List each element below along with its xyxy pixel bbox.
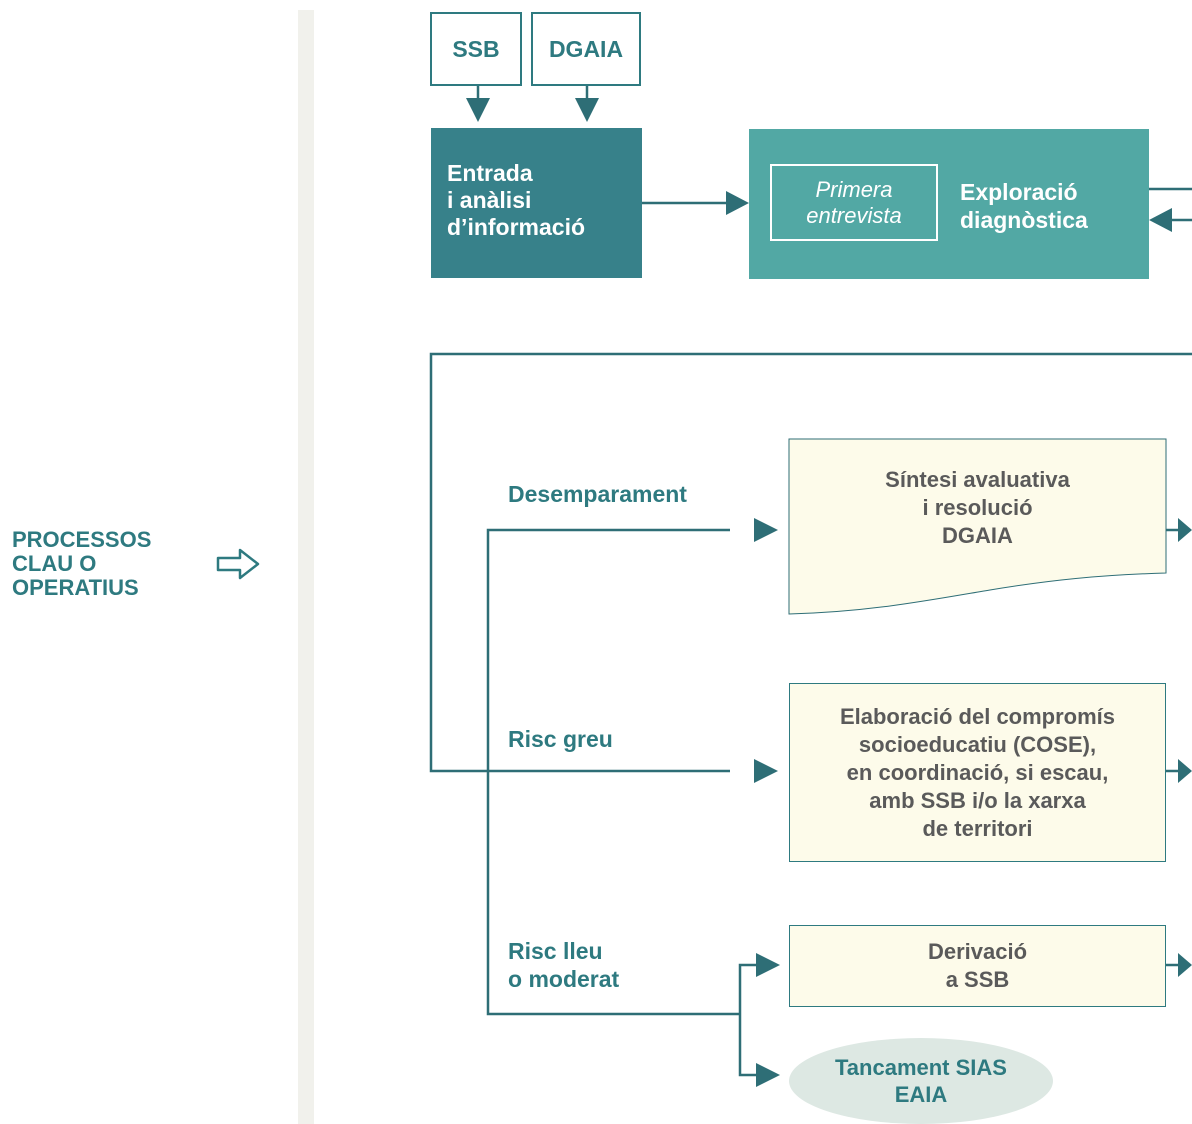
tancament-ellipse: Tancament SIAS EAIA bbox=[790, 1054, 1052, 1108]
sintesi-box: Síntesi avaluativa i resolució DGAIA bbox=[789, 466, 1166, 550]
tancament-line-1: Tancament SIAS bbox=[835, 1055, 1007, 1080]
cose-box: Elaboració del compromís socioeducatiu (… bbox=[789, 683, 1166, 862]
derivacio-box: Derivació a SSB bbox=[789, 925, 1166, 1007]
cose-line-5: de territori bbox=[922, 816, 1033, 841]
entrada-line-1: Entrada bbox=[447, 160, 533, 186]
primera-entrevista-box: Primera entrevista bbox=[770, 164, 938, 241]
branch-risc-lleu: Risc lleu o moderat bbox=[508, 937, 619, 993]
ssb-source-box: SSB bbox=[430, 12, 522, 86]
entrada-line-2: i anàlisi bbox=[447, 187, 532, 213]
entrada-line-3: d’informació bbox=[447, 214, 586, 240]
sintesi-line-1: Síntesi avaluativa bbox=[885, 467, 1070, 492]
arrow-right-icon bbox=[216, 548, 260, 580]
cose-line-4: amb SSB i/o la xarxa bbox=[869, 788, 1086, 813]
side-label-line-2: CLAU O bbox=[12, 551, 97, 576]
dgaia-source-box: DGAIA bbox=[531, 12, 641, 86]
sintesi-line-2: i resolució bbox=[922, 495, 1033, 520]
exploracio-title: Exploració diagnòstica bbox=[960, 178, 1145, 234]
exploracio-line-1: Exploració bbox=[960, 179, 1078, 205]
cose-line-3: en coordinació, si escau, bbox=[846, 760, 1109, 785]
process-category-label: PROCESSOS CLAU O OPERATIUS bbox=[12, 528, 202, 600]
risc-lleu-line-1: Risc lleu bbox=[508, 938, 603, 964]
exploracio-box bbox=[749, 129, 1149, 279]
cose-line-1: Elaboració del compromís bbox=[839, 704, 1116, 729]
vertical-rail bbox=[298, 10, 314, 1124]
side-label-line-3: OPERATIUS bbox=[12, 575, 139, 600]
side-label-line-1: PROCESSOS bbox=[12, 527, 152, 552]
sintesi-line-3: DGAIA bbox=[942, 523, 1013, 548]
derivacio-line-1: Derivació bbox=[927, 939, 1028, 964]
primera-line-2: entrevista bbox=[806, 203, 902, 228]
derivacio-line-2: a SSB bbox=[945, 967, 1010, 992]
entrada-box: Entrada i anàlisi d’informació bbox=[431, 128, 642, 278]
tancament-line-2: EAIA bbox=[894, 1082, 948, 1107]
branch-desemparament: Desemparament bbox=[508, 481, 687, 507]
cose-line-2: socioeducatiu (COSE), bbox=[858, 732, 1097, 757]
branch-risc-greu: Risc greu bbox=[508, 726, 613, 752]
exploracio-line-2: diagnòstica bbox=[960, 207, 1088, 233]
primera-line-1: Primera bbox=[815, 177, 893, 202]
risc-lleu-line-2: o moderat bbox=[508, 966, 620, 992]
